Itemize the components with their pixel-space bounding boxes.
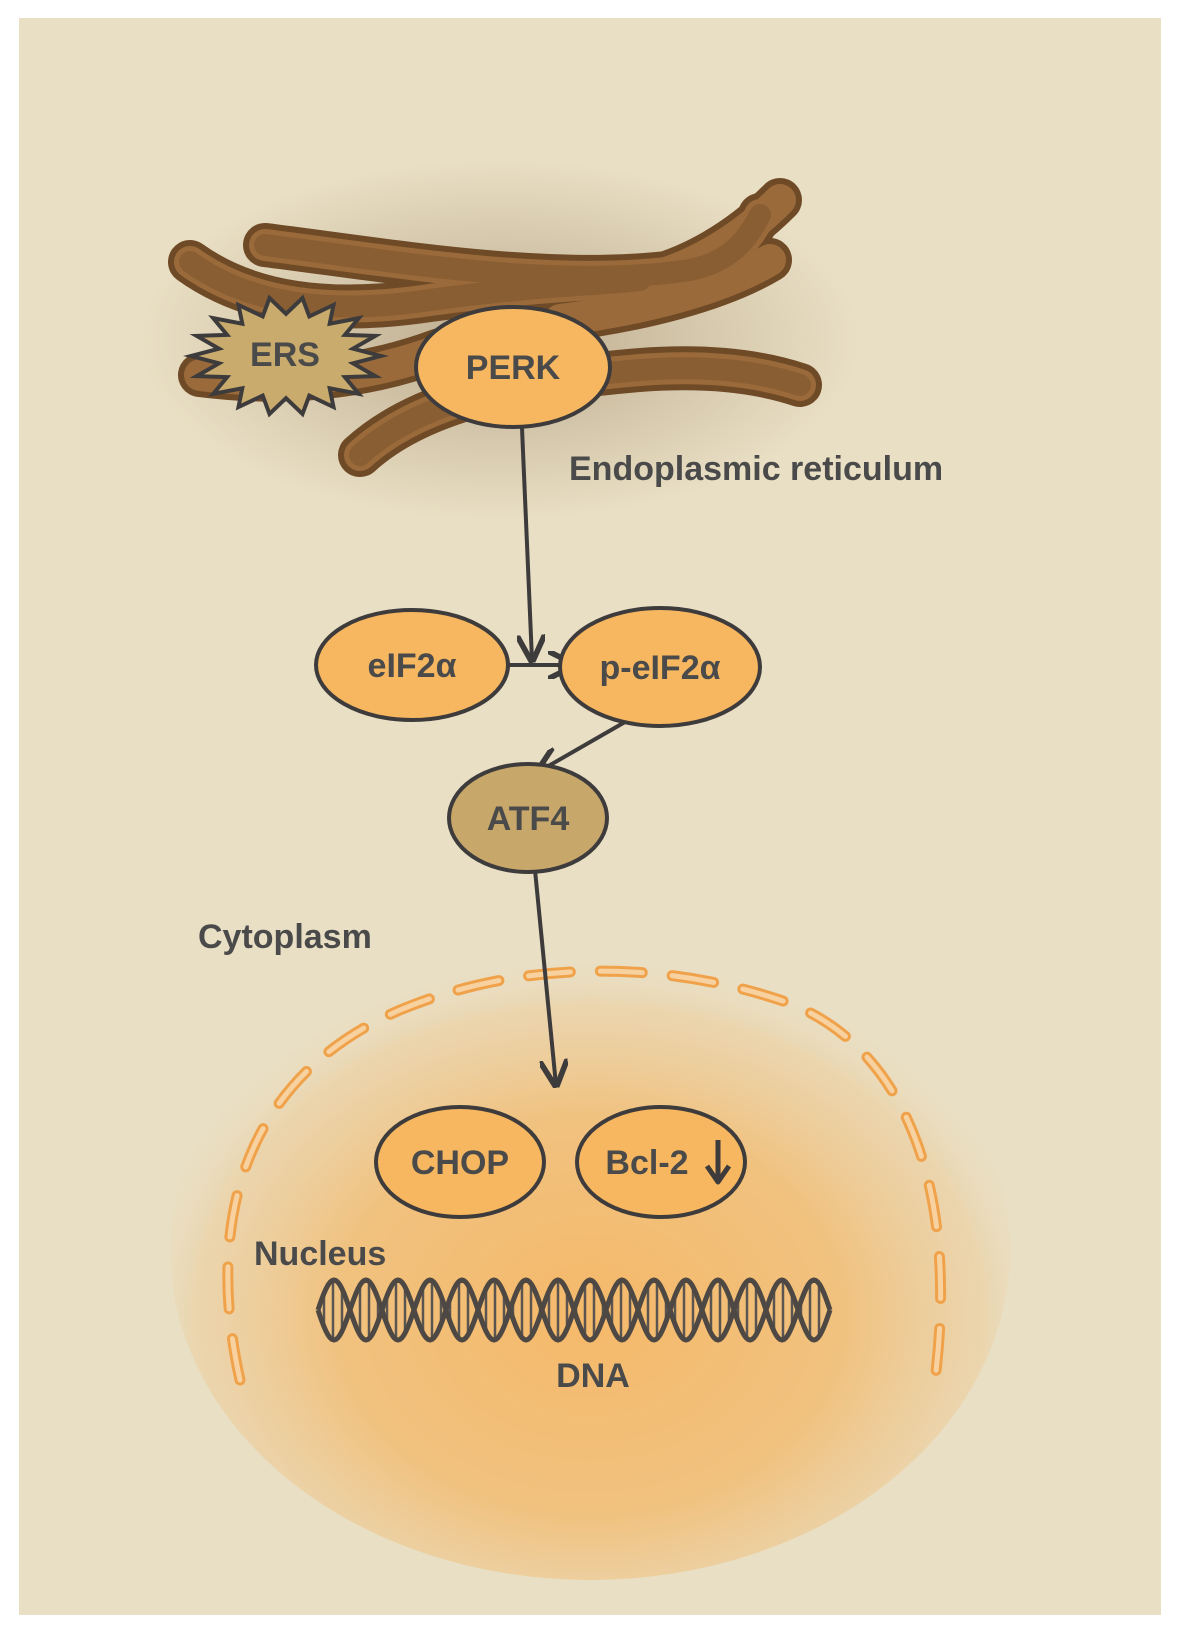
perk-label: PERK <box>466 349 561 387</box>
nucleus <box>170 920 1010 1580</box>
arrow-perk-to-peif2a <box>522 427 532 660</box>
arrow-peif2a-to-atf4 <box>538 720 626 772</box>
bcl2-node: Bcl-2 <box>575 1105 747 1219</box>
eif2a-node: eIF2α <box>314 608 510 722</box>
dna-helix <box>315 1277 833 1343</box>
ers-label: ERS <box>250 336 320 374</box>
dna-strand-b <box>315 1277 833 1343</box>
bcl2-label: Bcl-2 <box>605 1144 688 1182</box>
cytoplasm-label: Cytoplasm <box>198 918 372 956</box>
down-arrow-icon <box>704 1140 732 1185</box>
ers-node: ERS <box>183 294 389 418</box>
atf4-label: ATF4 <box>487 800 570 838</box>
arrow-atf4-to-nucleus <box>533 869 556 1085</box>
chop-label: CHOP <box>411 1144 509 1182</box>
chop-node: CHOP <box>374 1105 546 1219</box>
atf4-node: ATF4 <box>447 762 609 874</box>
perk-node: PERK <box>414 305 612 429</box>
peif2a-label: p-eIF2α <box>599 649 720 687</box>
eif2a-label: eIF2α <box>368 647 457 685</box>
nucleus-label: Nucleus <box>254 1235 386 1273</box>
peif2a-node: p-eIF2α <box>558 606 762 728</box>
dna-label: DNA <box>556 1357 630 1395</box>
er-label: Endoplasmic reticulum <box>569 450 943 488</box>
